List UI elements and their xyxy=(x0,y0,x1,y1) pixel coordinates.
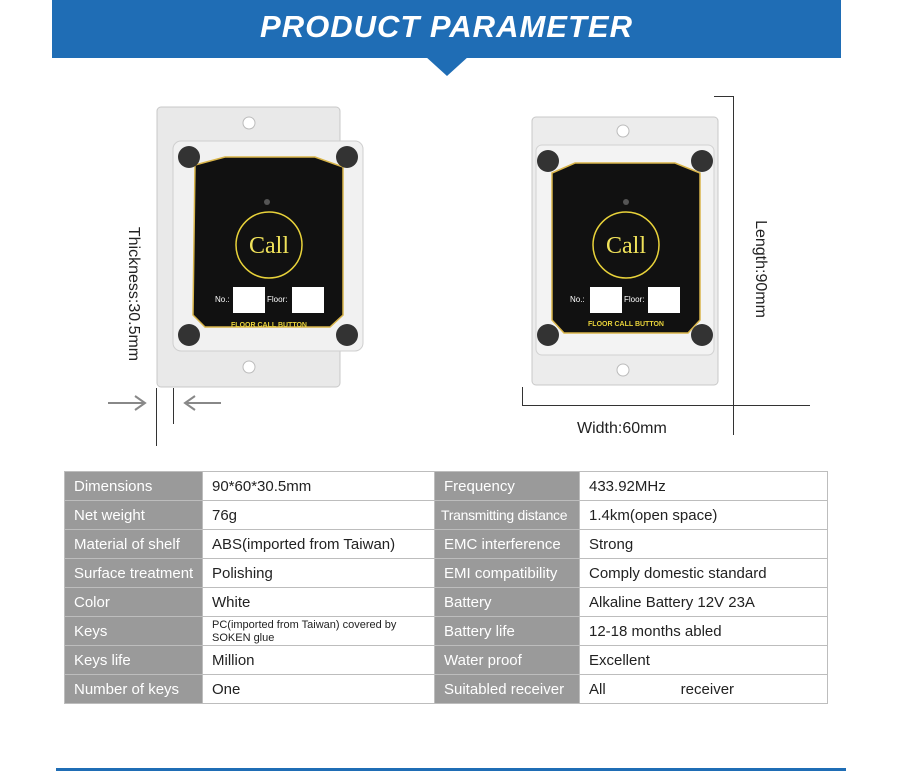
banner-notch xyxy=(425,56,469,76)
spec-label: Keys xyxy=(64,616,203,646)
thickness-guide-left xyxy=(156,388,157,446)
device-image-front: Call No.: Floor: FLOOR CALL BUTTON xyxy=(530,115,720,387)
spec-label: Net weight xyxy=(64,500,203,530)
spec-label: Water proof xyxy=(434,645,580,675)
table-row: Material of shelf ABS(imported from Taiw… xyxy=(64,529,828,559)
spec-label: Transmitting distance xyxy=(434,500,580,530)
no-label: No.: xyxy=(215,295,230,304)
length-label: Length:90mm xyxy=(752,220,769,318)
table-row: Dimensions 90*60*30.5mm Frequency 433.92… xyxy=(64,471,828,501)
spec-value: ABS(imported from Taiwan) xyxy=(202,529,435,559)
spec-label: Surface treatment xyxy=(64,558,203,588)
floor-label-2: Floor: xyxy=(624,295,644,304)
device-image-side: Call No.: Floor: FLOOR CALL BUTTON xyxy=(155,105,365,390)
table-row: Keys PC(imported from Taiwan) covered by… xyxy=(64,616,828,646)
table-row: Surface treatment Polishing EMI compatib… xyxy=(64,558,828,588)
spec-label: Keys life xyxy=(64,645,203,675)
spec-value: White xyxy=(202,587,435,617)
call-text: Call xyxy=(249,233,289,259)
thickness-arrows xyxy=(108,395,221,411)
thickness-guide-right xyxy=(173,388,174,424)
spec-label: Dimensions xyxy=(64,471,203,501)
spec-label: EMC interference xyxy=(434,529,580,559)
spec-label: Suitabled receiver xyxy=(434,674,580,704)
spec-label: Material of shelf xyxy=(64,529,203,559)
spec-label: Battery xyxy=(434,587,580,617)
spec-value: Polishing xyxy=(202,558,435,588)
spec-value: 12-18 months abled xyxy=(579,616,828,646)
call-text-2: Call xyxy=(606,233,646,259)
spec-label: Color xyxy=(64,587,203,617)
device-caption-2: FLOOR CALL BUTTON xyxy=(588,321,664,328)
spec-value: Excellent xyxy=(579,645,828,675)
spec-label: Frequency xyxy=(434,471,580,501)
table-row: Number of keys One Suitabled receiver Al… xyxy=(64,674,828,704)
spec-value: 1.4km(open space) xyxy=(579,500,828,530)
page-title: PRODUCT PARAMETER xyxy=(260,9,633,44)
spec-label: EMI compatibility xyxy=(434,558,580,588)
spec-label: Battery life xyxy=(434,616,580,646)
spec-value: Alkaline Battery 12V 23A xyxy=(579,587,828,617)
spec-value: 90*60*30.5mm xyxy=(202,471,435,501)
table-row: Color White Battery Alkaline Battery 12V… xyxy=(64,587,828,617)
spec-value: Strong xyxy=(579,529,828,559)
spec-table: Dimensions 90*60*30.5mm Frequency 433.92… xyxy=(64,471,828,704)
spec-value: One xyxy=(202,674,435,704)
no-label-2: No.: xyxy=(570,295,585,304)
spec-value: All receiver xyxy=(579,674,828,704)
footer-divider xyxy=(56,768,846,771)
device-caption: FLOOR CALL BUTTON xyxy=(231,322,307,329)
spec-value: 433.92MHz xyxy=(579,471,828,501)
length-guide xyxy=(733,96,734,435)
floor-label: Floor: xyxy=(267,295,287,304)
table-row: Keys life Million Water proof Excellent xyxy=(64,645,828,675)
spec-label: Number of keys xyxy=(64,674,203,704)
spec-value: PC(imported from Taiwan) covered by SOKE… xyxy=(202,616,435,646)
spec-value: Million xyxy=(202,645,435,675)
header-banner: PRODUCT PARAMETER xyxy=(52,0,841,58)
table-row: Net weight 76g Transmitting distance 1.4… xyxy=(64,500,828,530)
length-top-tick xyxy=(714,96,734,97)
spec-value: Comply domestic standard xyxy=(579,558,828,588)
spec-value: 76g xyxy=(202,500,435,530)
width-left-tick xyxy=(522,387,523,405)
width-guide xyxy=(522,405,810,406)
thickness-label: Thickness:30.5mm xyxy=(125,226,142,362)
width-label: Width:60mm xyxy=(577,420,667,437)
